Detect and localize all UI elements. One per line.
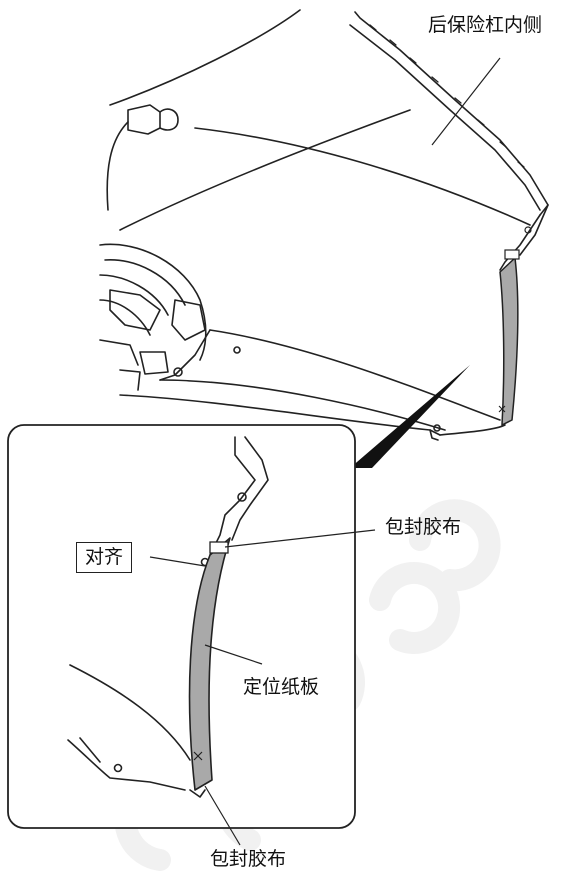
label-sealing-tape-top: 包封胶布 <box>385 516 462 538</box>
car-body-outline <box>99 9 549 441</box>
detail-inset-frame <box>7 424 356 829</box>
positioning-strip-inset <box>188 537 231 791</box>
label-sealing-tape-bottom: 包封胶布 <box>210 848 287 870</box>
zoom-connector <box>350 365 470 468</box>
inset-leaders <box>149 529 376 846</box>
label-rear-bumper-inner: 后保险杠内侧 <box>428 14 543 36</box>
positioning-strip-upper <box>498 226 532 426</box>
label-positioning-board: 定位纸板 <box>243 676 320 698</box>
label-align: 对齐 <box>76 542 133 573</box>
